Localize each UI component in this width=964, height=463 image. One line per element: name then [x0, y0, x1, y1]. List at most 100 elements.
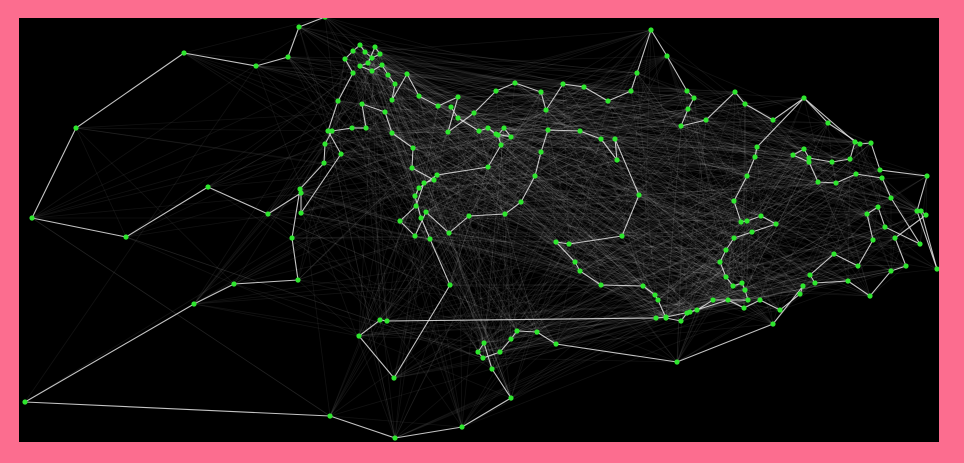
faint-edge [520, 194, 640, 203]
faint-edge [655, 226, 886, 319]
faint-edge [540, 91, 729, 301]
faint-edge [754, 156, 837, 184]
graph-node [359, 101, 365, 107]
faint-edge [358, 167, 413, 337]
faint-edge [193, 64, 383, 305]
faint-edge [657, 282, 743, 301]
faint-edge [340, 127, 489, 155]
faint-edge [364, 51, 707, 121]
graph-node [29, 215, 35, 221]
faint-edge [654, 214, 927, 296]
graph-node [754, 144, 760, 150]
tour-edge [808, 157, 833, 163]
faint-edge [267, 72, 354, 215]
faint-edge [803, 97, 851, 160]
faint-edge [725, 146, 758, 278]
faint-edge [540, 151, 721, 263]
faint-edge [394, 311, 691, 439]
faint-edge [457, 117, 829, 124]
faint-edge [384, 103, 746, 113]
faint-edge [233, 283, 512, 399]
faint-edge [457, 96, 857, 175]
faint-edge [733, 237, 835, 255]
faint-edge [255, 65, 416, 237]
graph-node [742, 101, 748, 107]
tour-edge [415, 182, 425, 207]
graph-node [427, 236, 433, 242]
graph-node [265, 211, 271, 217]
faint-edge [583, 86, 753, 233]
faint-edge [693, 97, 729, 301]
faint-edge [547, 129, 851, 160]
faint-edge [24, 65, 257, 403]
faint-edge [359, 65, 493, 370]
graph-node [731, 198, 737, 204]
graph-node [829, 159, 835, 165]
faint-edge [461, 194, 640, 428]
faint-edge [655, 221, 742, 319]
faint-edge [616, 159, 874, 241]
faint-edge [499, 122, 829, 353]
faint-edge [680, 125, 921, 245]
faint-edge [600, 138, 892, 199]
faint-edge [500, 109, 547, 146]
faint-edge [540, 151, 871, 297]
faint-edge [574, 261, 801, 295]
faint-edge [727, 223, 777, 301]
faint-edge [298, 26, 369, 64]
faint-edge [859, 143, 896, 239]
faint-edge [324, 143, 493, 370]
faint-edge [429, 238, 749, 301]
graph-node [421, 180, 427, 186]
faint-edge [255, 65, 549, 131]
tour-edge [916, 210, 938, 270]
faint-edge [391, 99, 623, 237]
faint-edge [420, 136, 512, 219]
faint-edge [337, 100, 342, 155]
graph-node [416, 93, 422, 99]
faint-edge [510, 136, 871, 297]
tour-edge [495, 82, 516, 92]
faint-edge [600, 138, 857, 175]
faint-edge [414, 195, 727, 278]
faint-edge [473, 112, 859, 267]
faint-edge [365, 127, 762, 217]
faint-edge [483, 338, 512, 344]
faint-edge [514, 82, 745, 309]
faint-edge [359, 44, 638, 74]
faint-edge [491, 351, 501, 370]
faint-edge [478, 130, 748, 177]
faint-edge [125, 130, 480, 238]
tour-edge [680, 119, 707, 127]
faint-edge [510, 317, 657, 399]
faint-edge [411, 167, 734, 287]
faint-edge [418, 151, 542, 189]
faint-edge [326, 18, 581, 132]
faint-edge [364, 51, 623, 237]
tour-edge [751, 223, 777, 233]
faint-edge [457, 117, 512, 138]
faint-edge [300, 192, 463, 428]
faint-edge [207, 65, 361, 188]
faint-edge [545, 109, 691, 313]
faint-edge [233, 53, 381, 285]
graph-node [357, 63, 363, 69]
faint-edge [352, 72, 682, 322]
faint-edge [461, 156, 756, 428]
faint-edge [680, 119, 774, 127]
graph-node [389, 130, 395, 136]
faint-edge [499, 97, 695, 353]
faint-edge [754, 156, 810, 163]
tour-edge [772, 285, 804, 325]
graph-node [369, 55, 375, 61]
faint-edge [503, 97, 805, 129]
faint-edge [705, 119, 781, 311]
graph-node [732, 89, 738, 95]
faint-edge [482, 299, 659, 359]
faint-edge [267, 213, 538, 333]
tour-edge [719, 261, 727, 278]
faint-edge [555, 200, 735, 345]
faint-edge [732, 285, 774, 325]
faint-edge [412, 103, 746, 149]
